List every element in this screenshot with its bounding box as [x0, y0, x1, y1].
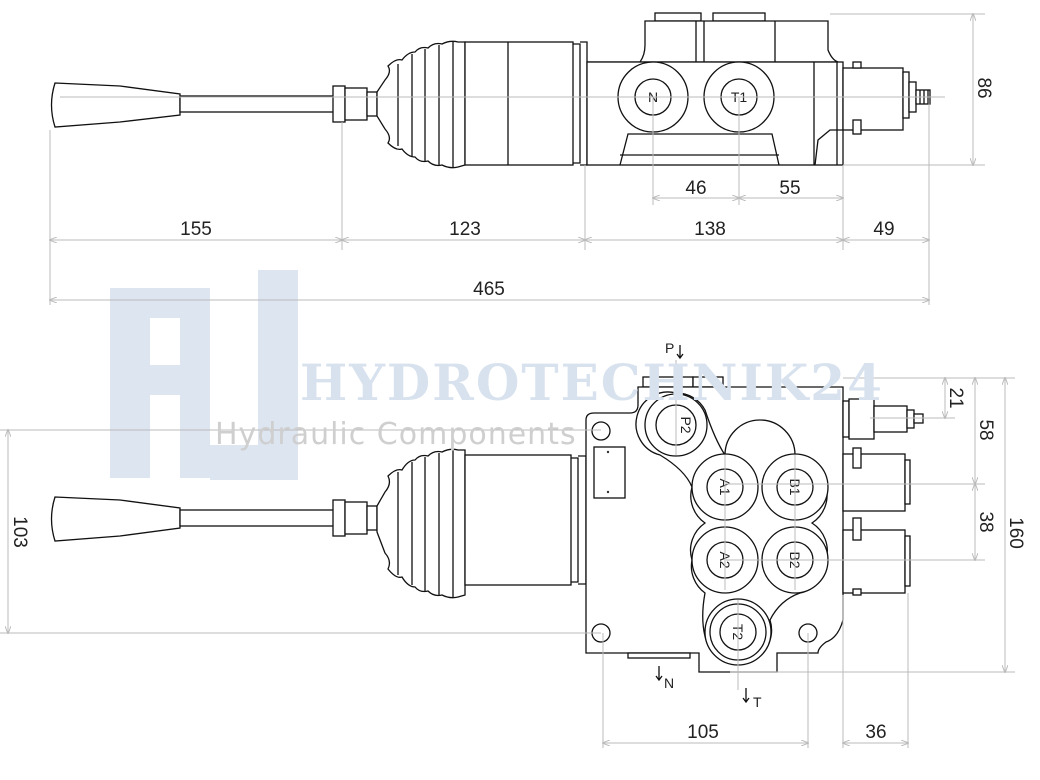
watermark-logo	[110, 270, 298, 480]
watermark: HYDROTECHNIK24 Hydraulic Components	[215, 353, 884, 452]
lever-handle-front	[50, 496, 378, 542]
valve-body-front: P2 A1 B1 A2 B2 T2	[585, 376, 844, 673]
front-view: P2 A1 B1 A2 B2 T2 P N	[0, 340, 1026, 748]
flow-labels: P N T	[655, 340, 762, 710]
mounting-hole	[591, 421, 611, 441]
top-view: N T1 46 55 155 123 138 49	[50, 12, 994, 305]
dim-58: 58	[975, 419, 996, 440]
dim-38: 38	[975, 511, 996, 532]
dim-123: 123	[449, 219, 481, 240]
solenoid-caps	[842, 447, 911, 596]
dim-49: 49	[873, 219, 894, 240]
dim-46: 46	[685, 178, 706, 199]
end-cap-top	[842, 61, 931, 135]
flow-label-t: T	[753, 694, 762, 710]
dim-155: 155	[180, 219, 212, 240]
dim-138: 138	[694, 219, 726, 240]
top-dimensions: 46 55 155 123 138 49 465 86	[50, 14, 994, 305]
port-label-p2: P2	[678, 416, 694, 433]
dim-36: 36	[865, 722, 886, 743]
dim-86: 86	[973, 77, 994, 98]
rubber-boot	[376, 40, 466, 169]
dim-55: 55	[779, 178, 800, 199]
watermark-brand: HYDROTECHNIK24	[300, 353, 884, 412]
dim-105: 105	[687, 722, 719, 743]
front-dimensions: 103 21 58 38 160 105 36	[0, 360, 1026, 748]
valve-body-top: N T1	[586, 12, 844, 166]
lever-handle	[50, 82, 378, 128]
dim-21: 21	[945, 387, 966, 408]
dim-160: 160	[1005, 517, 1026, 549]
flow-label-p: P	[665, 340, 674, 356]
dim-465: 465	[473, 279, 505, 300]
rubber-boot-front	[376, 448, 466, 599]
flow-label-n: N	[664, 675, 674, 691]
boot-housing	[464, 41, 574, 166]
boot-housing-front	[464, 454, 572, 586]
nameplate	[593, 446, 626, 499]
watermark-tagline: Hydraulic Components	[215, 417, 577, 452]
dim-103: 103	[9, 516, 30, 548]
